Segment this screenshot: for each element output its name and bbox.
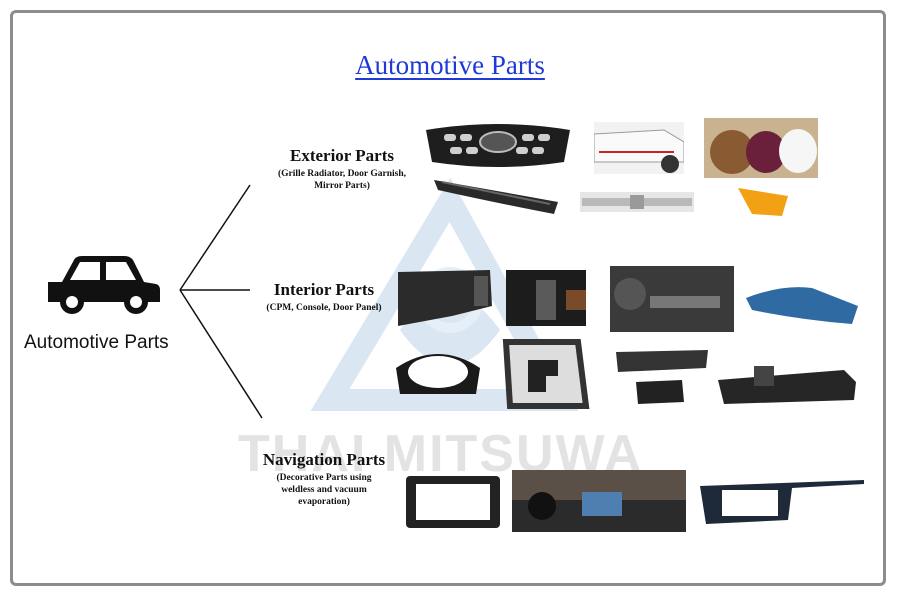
console-panel-photo (398, 270, 492, 326)
chrome-strip-photo (580, 192, 694, 212)
navigation-subtitle: (Decorative Parts using weldless and vac… (240, 472, 408, 508)
center-console-photo (718, 366, 856, 404)
navigation-title: Navigation Parts (262, 450, 386, 469)
meter-hood-photo (396, 354, 480, 394)
page-title: Automotive Parts (355, 50, 545, 80)
mirror-covers-photo (704, 118, 818, 178)
exterior-subtitle-line1: (Grille Radiator, Door Garnish, (278, 169, 406, 179)
exterior-title: Exterior Parts (289, 146, 394, 165)
navigation-subtitle-line2: weldless and vacuum (281, 485, 367, 495)
shifter-panel-photo (506, 270, 586, 326)
navigation-frame-photo (700, 480, 864, 524)
turn-signal-lens-photo (738, 188, 788, 216)
blue-trim-photo (746, 287, 858, 324)
navigation-subtitle-line1: (Decorative Parts using (276, 473, 372, 483)
door-panel-photo (610, 266, 734, 332)
window-switch-panel-photo (616, 350, 708, 404)
navigation-subtitle-line3: evaporation) (298, 497, 350, 507)
root-label: Automotive Parts (24, 332, 169, 353)
dashboard-navigation-photo (512, 470, 686, 532)
exterior-subtitle: (Grille Radiator, Door Garnish, Mirror P… (252, 168, 432, 192)
interior-subtitle-line1: (CPM, Console, Door Panel) (266, 303, 382, 313)
car-icon (48, 256, 160, 314)
grille-radiator-photo (426, 124, 570, 167)
shift-bezel-photo (502, 339, 590, 409)
cowl-garnish-photo (434, 180, 558, 214)
exterior-subtitle-line2: Mirror Parts) (314, 181, 370, 191)
interior-title: Interior Parts (273, 280, 375, 299)
door-garnish-photo (594, 122, 684, 174)
navigation-bezel-photo (406, 476, 500, 528)
interior-subtitle: (CPM, Console, Door Panel) (234, 302, 414, 314)
